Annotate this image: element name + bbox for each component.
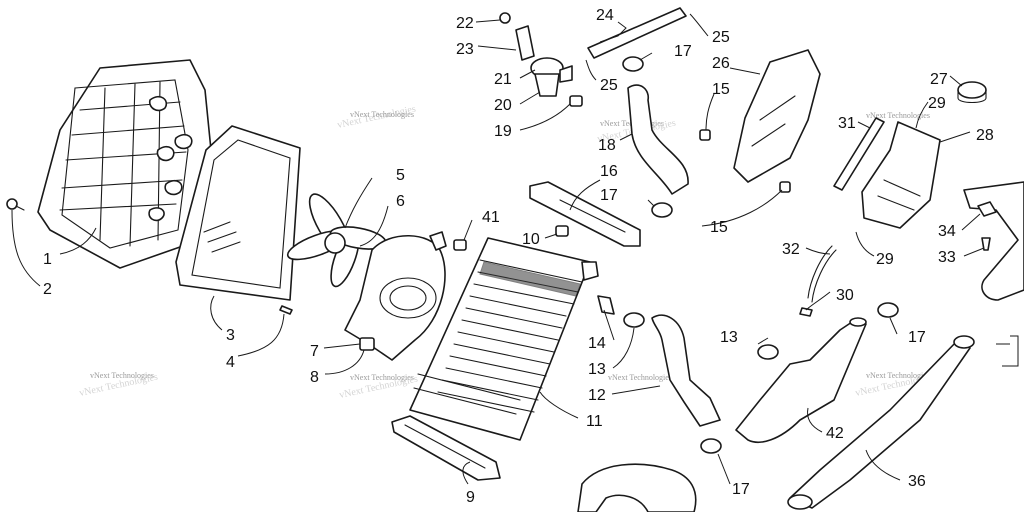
upper-hose-part [627,84,689,195]
screw-part [981,237,991,251]
radiator-hose-part [735,317,867,444]
callout-41: 41 [482,209,500,226]
callout-30: 30 [836,287,854,304]
callout-12: 12 [588,387,606,404]
callout-19: 19 [494,123,512,140]
callout-11: 11 [586,413,603,430]
coolant-reservoir-part [861,121,941,229]
callout-22: 22 [456,15,474,32]
callout-23: 23 [456,41,474,58]
leader-lines [11,13,985,485]
bolt-part [6,198,25,211]
watermark-text: vNext Technologies [350,110,414,119]
mounting-bracket-part [515,25,535,61]
fan-shroud-part [344,231,447,361]
callout-8: 8 [310,369,319,386]
callout-26: 26 [712,55,730,72]
callout-32: 32 [782,241,800,258]
bottom-hose-part [577,463,697,512]
callout-29: 29 [928,95,946,112]
radiator-screen-part [175,125,301,301]
hose-clamp-part [623,312,645,328]
watermark-text: vNext Technologies [90,371,154,380]
bolt-part [699,129,711,141]
bolt-part [569,95,583,107]
callout-7: 7 [310,343,319,360]
callout-3: 3 [226,327,235,344]
callout-25: 25 [600,77,618,94]
callout-13: 13 [588,361,606,378]
callout-10: 10 [522,231,540,248]
callout-2: 2 [43,281,52,298]
callout-9: 9 [466,489,475,506]
watermark-text: vNext Technologies [350,373,414,382]
callout-13: 13 [720,329,738,346]
watermark-text: vNext Technologies [866,371,930,380]
bolt-part [453,239,467,251]
radiator-shroud-part [37,59,213,269]
callout-14: 14 [588,335,606,352]
callout-labels: 1 2 3 4 5 6 7 8 9 10 11 12 13 13 14 15 1… [43,7,994,506]
callout-24: 24 [596,7,614,24]
overflow-tube-part [833,117,885,191]
coolant-pipe-part [963,181,1024,301]
callout-36: 36 [908,473,926,490]
reservoir-cap-part [957,81,987,104]
callout-15: 15 [712,81,730,98]
thermostat-housing-part [530,57,573,97]
reservoir-cover-part [733,49,821,183]
callout-15: 15 [710,219,728,236]
lower-bracket-part [391,415,501,481]
hose-clamp-part [622,56,644,72]
callout-18: 18 [598,137,616,154]
callout-4: 4 [226,354,235,371]
bolt-part [779,181,791,193]
callout-17: 17 [674,43,692,60]
callout-33: 33 [938,249,956,266]
watermark-text: vNext Technologies [866,111,930,120]
nut-part [499,12,511,24]
upper-bracket-part [529,181,641,247]
radiator-core-part [409,237,599,441]
hose-clamp-part [877,302,899,318]
callout-6: 6 [396,193,405,210]
bolt-part [359,337,375,351]
callout-27: 27 [930,71,948,88]
hose-clamp-part [757,344,779,360]
group-bracket-line [996,335,1019,367]
fan-blade-part [286,193,387,288]
callout-17: 17 [732,481,750,498]
callout-17: 17 [600,187,618,204]
callout-21: 21 [494,71,512,88]
callout-34: 34 [938,223,956,240]
callout-1: 1 [43,251,52,268]
callout-16: 16 [600,163,618,180]
callout-17: 17 [908,329,926,346]
hose-clamp-part [700,438,722,454]
screw-part [279,305,293,315]
reservoir-hose-part [799,245,837,317]
callout-42: 42 [826,425,844,442]
callout-28: 28 [976,127,994,144]
lower-coolant-hose-part [787,335,975,510]
hose-clamp-part [651,202,673,218]
vent-tube-part [587,7,687,59]
radiator-hose-part [651,314,721,427]
callout-25: 25 [712,29,730,46]
drain-plug-part [597,295,615,315]
callout-29: 29 [876,251,894,268]
bolt-part [555,225,569,237]
callout-5: 5 [396,167,405,184]
callout-20: 20 [494,97,512,114]
callout-31: 31 [838,115,856,132]
watermark-text: vNext Technologies [608,373,672,382]
